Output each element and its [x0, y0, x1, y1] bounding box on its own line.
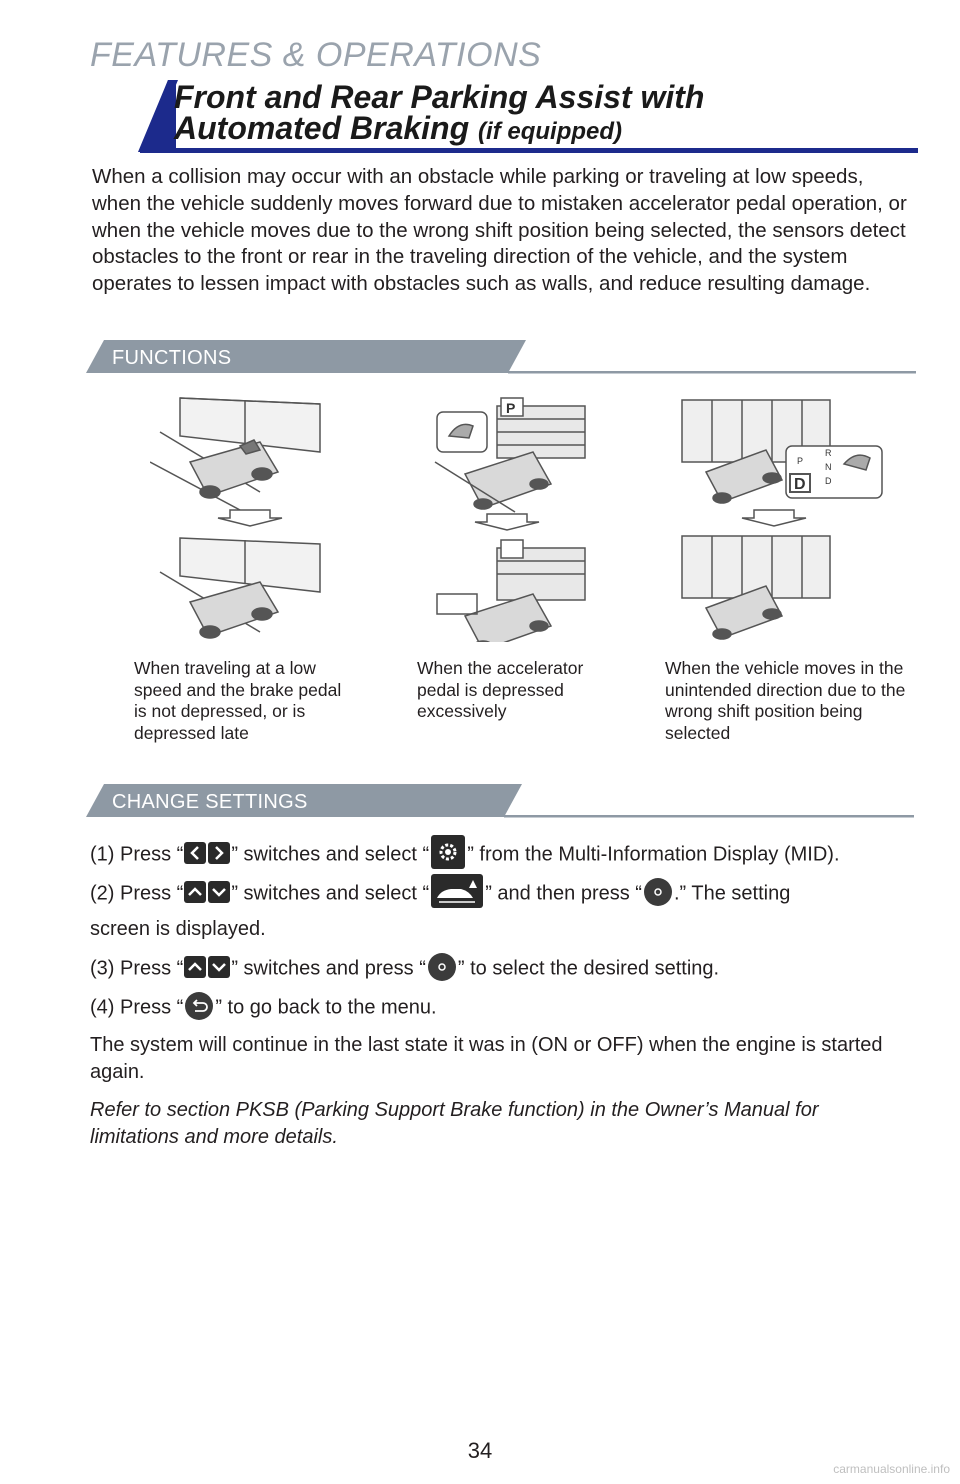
up-arrow-icon — [184, 881, 207, 903]
step-4-text-b: ” to go back to the menu. — [215, 996, 437, 1019]
title-line-2: Automated Braking (if equipped) — [174, 110, 704, 147]
gear-icon — [431, 835, 466, 869]
shift-letter-p: P — [797, 456, 803, 466]
down-arrow-icon — [208, 881, 231, 903]
step-3-text-b: ” switches and press “ — [231, 957, 426, 980]
functions-heading: FUNCTIONS — [112, 347, 232, 369]
title-rule — [140, 148, 918, 153]
title-wedge — [140, 80, 176, 153]
down-arrow-icon — [208, 956, 231, 978]
title-qualifier: (if equipped) — [478, 118, 623, 145]
title-block: Front and Rear Parking Assist with Autom… — [0, 80, 960, 160]
shift-letter-r: R — [825, 448, 832, 458]
caption-low-speed: When traveling at a low speed and the br… — [134, 658, 342, 743]
vehicle-warning-icon — [431, 874, 484, 908]
caption-wrong-shift: When the vehicle moves in the unintended… — [665, 658, 906, 743]
right-arrow-icon — [208, 842, 231, 864]
step-1-text-a: (1) Press “ — [90, 843, 184, 866]
left-arrow-icon — [184, 842, 207, 864]
settings-heading: CHANGE SETTINGS — [112, 791, 308, 813]
illustration-low-speed — [150, 397, 321, 639]
settings-band-shape — [86, 784, 914, 818]
section-label: FEATURES & OPERATIONS — [90, 36, 542, 74]
intro-paragraph: When a collision may occur with an obsta… — [92, 165, 907, 296]
step-2-continued: screen is displayed. — [90, 918, 266, 940]
shift-letter-d-small: D — [825, 476, 832, 486]
functions-band: FUNCTIONS — [0, 340, 960, 380]
title-line-1: Front and Rear Parking Assist with — [174, 79, 705, 115]
ok-button-icon — [643, 878, 672, 906]
illustration-wrong-shift: P R N D D — [681, 399, 883, 640]
parking-sign-p: P — [506, 400, 515, 416]
watermark: carmanualsonline.info — [833, 1462, 950, 1476]
step-4-text-a: (4) Press “ — [90, 996, 184, 1019]
back-icon — [185, 992, 214, 1020]
step-2-text-b: ” switches and select “ — [231, 882, 430, 905]
refer-note: Refer to section PKSB (Parking Support B… — [90, 1099, 819, 1148]
step-3-text-a: (3) Press “ — [90, 957, 184, 980]
illustration-accelerator: P — [434, 397, 586, 642]
page-number: 34 — [467, 1438, 493, 1463]
functions-band-shape — [86, 340, 916, 374]
ok-button-icon — [427, 953, 456, 981]
caption-accelerator: When the accelerator pedal is depressed … — [417, 658, 584, 721]
step-2-text-c: ” and then press “ — [485, 882, 642, 905]
up-arrow-icon — [184, 956, 207, 978]
step-2-text-a: (2) Press “ — [90, 882, 184, 905]
step-1-text-c: ” from the Multi-Information Display (MI… — [467, 843, 840, 866]
step-3-text-c: ” to select the desired setting. — [457, 957, 720, 980]
step-1: (1) Press “ ” switches and select “ ” from… — [90, 835, 840, 872]
settings-note: The system will continue in the last sta… — [90, 1034, 883, 1083]
step-4: (4) Press “ ” to go back to the menu. — [90, 992, 437, 1022]
step-1-text-b: ” switches and select “ — [231, 843, 430, 866]
settings-band: CHANGE SETTINGS — [0, 784, 960, 824]
shift-letter-n: N — [825, 462, 832, 472]
title-main: Automated Braking — [174, 110, 470, 146]
shift-letter-d-large: D — [794, 476, 806, 493]
page-title: Front and Rear Parking Assist with Autom… — [174, 79, 705, 147]
step-2-text-d: .” The setting — [673, 882, 791, 905]
step-3: (3) Press “ ” switches and press “ ” to se… — [90, 953, 720, 983]
step-2: (2) Press “ ” switches and select “ ” and … — [90, 874, 791, 911]
